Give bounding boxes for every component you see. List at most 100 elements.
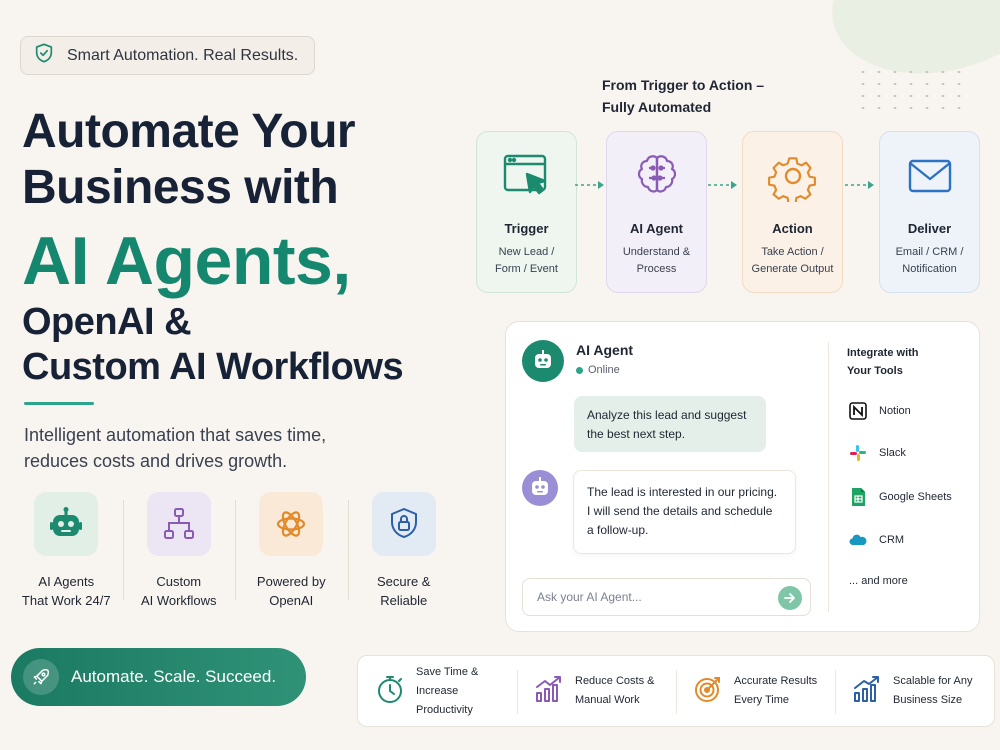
benefit-line-2: Manual Work (575, 694, 640, 706)
target-icon (692, 673, 724, 710)
decor-dots (855, 66, 965, 116)
tool-label: ... and more (849, 575, 908, 587)
benefit-line-2: Business Size (893, 694, 963, 706)
flow-arrow-3 (845, 181, 874, 189)
chat-header: AI Agent Online (522, 340, 633, 382)
step-title: Trigger (504, 221, 549, 236)
ai-message-avatar (522, 470, 558, 506)
benefit-line-2: Every Time (734, 694, 790, 706)
step-desc-2: Generate Output (751, 263, 834, 275)
flow-step-ai-agent: AI Agent Understand &Process (606, 131, 707, 293)
flow-step-deliver: Deliver Email / CRM / Notification (879, 131, 980, 293)
chat-panel: AI Agent Online Analyze this lead and su… (505, 321, 980, 632)
tool-label: CRM (879, 534, 905, 546)
flow-step-action: Action Take Action / Generate Output (742, 131, 843, 293)
tool-label: Slack (879, 447, 906, 459)
feature-secure: Secure & Reliable (347, 492, 461, 610)
step-desc-2: Process (636, 263, 677, 275)
google-sheets-icon (847, 486, 869, 508)
flow-title-line-2: Fully Automated (602, 99, 712, 115)
feature-label-1: AI Agents (38, 574, 95, 589)
chart-up-icon (533, 673, 565, 710)
workflow-icon (146, 492, 211, 556)
openai-icon (259, 492, 324, 556)
feature-label-1: Secure & (377, 574, 431, 589)
benefit-line-1: Accurate Results (734, 675, 818, 687)
benefit-line-2: Increase Productivity (416, 684, 473, 716)
cta-label: Automate. Scale. Succeed. (71, 667, 277, 686)
agent-status-text: Online (588, 364, 620, 376)
feature-openai: Powered by OpenAI (235, 492, 348, 610)
agent-name: AI Agent (576, 342, 634, 358)
cloud-crm-icon (847, 529, 869, 551)
user-message: Analyze this lead and suggest the best n… (574, 396, 766, 452)
step-desc-2: Notification (902, 263, 957, 275)
flow-step-trigger: Trigger New Lead / Form / Event (476, 131, 577, 293)
cta-button[interactable]: Automate. Scale. Succeed. (11, 648, 306, 706)
feature-label-2: AI Workflows (140, 593, 217, 608)
ai-message: The lead is interested in our pricing. I… (573, 470, 796, 554)
lock-shield-icon (371, 492, 436, 556)
arrow-right-icon (784, 593, 795, 603)
flow-title-line-1: From Trigger to Action – (602, 77, 765, 93)
headline-line-3: AI Agents, (22, 223, 351, 299)
gear-icon (767, 157, 819, 206)
brain-icon (631, 155, 683, 206)
tools-title-line-1: Integrate with (847, 347, 919, 359)
chat-input[interactable]: Ask your AI Agent... (522, 578, 811, 616)
badge-text: Smart Automation. Real Results. (67, 46, 299, 64)
shield-check-icon (33, 42, 55, 69)
benefit-save-time: Save Time & Increase Productivity (358, 656, 517, 726)
feature-label-2: That Work 24/7 (21, 593, 111, 608)
notion-icon (847, 400, 869, 422)
flow-arrow-2 (708, 181, 737, 189)
feature-label-2: Reliable (380, 593, 428, 608)
tool-google-sheets[interactable]: Google Sheets (847, 486, 952, 508)
send-button[interactable] (778, 586, 802, 610)
robot-icon (34, 492, 99, 556)
tool-notion[interactable]: Notion (847, 400, 911, 422)
step-title: Action (772, 221, 813, 236)
tools-title: Integrate with Your Tools (847, 344, 919, 380)
browser-cursor-icon (501, 154, 553, 206)
headline-line-2: Business with (22, 161, 339, 214)
benefit-reduce-costs: Reduce Costs & Manual Work (517, 656, 676, 726)
tool-label: Notion (879, 405, 911, 417)
tool-crm[interactable]: CRM (847, 529, 904, 551)
feature-label-2: OpenAI (269, 593, 314, 608)
tool-more[interactable]: ... and more (849, 575, 908, 587)
robot-icon (532, 477, 548, 495)
headline-underline (24, 402, 94, 405)
benefit-line-1: Reduce Costs & (575, 675, 655, 687)
benefit-line-1: Scalable for Any (893, 675, 973, 687)
subtitle: Intelligent automation that saves time, … (24, 425, 327, 471)
step-title: AI Agent (630, 221, 683, 236)
slack-icon (847, 442, 869, 464)
headline-line-5: Custom AI Workflows (22, 346, 404, 388)
robot-icon (535, 350, 551, 368)
agent-status: Online (576, 364, 633, 376)
stopwatch-icon (374, 673, 406, 710)
flow-title: From Trigger to Action – Fully Automated (602, 74, 764, 118)
chat-divider (828, 342, 829, 612)
tool-slack[interactable]: Slack (847, 442, 906, 464)
step-desc-1: Email / CRM / (895, 246, 964, 258)
feature-label-1: Powered by (256, 574, 326, 589)
headline-line-4: OpenAI & (22, 301, 192, 343)
tool-label: Google Sheets (879, 491, 952, 503)
step-desc-1: New Lead / (498, 246, 555, 258)
growth-bars-icon (851, 673, 883, 710)
step-desc-1: Take Action / (761, 246, 824, 258)
step-title: Deliver (907, 221, 952, 236)
chat-input-placeholder: Ask your AI Agent... (537, 590, 642, 604)
mail-icon (904, 159, 956, 206)
rocket-icon (23, 659, 59, 695)
benefit-line-1: Save Time & (416, 665, 479, 678)
step-desc-2: Form / Event (495, 263, 558, 275)
tagline-badge: Smart Automation. Real Results. (20, 36, 315, 75)
